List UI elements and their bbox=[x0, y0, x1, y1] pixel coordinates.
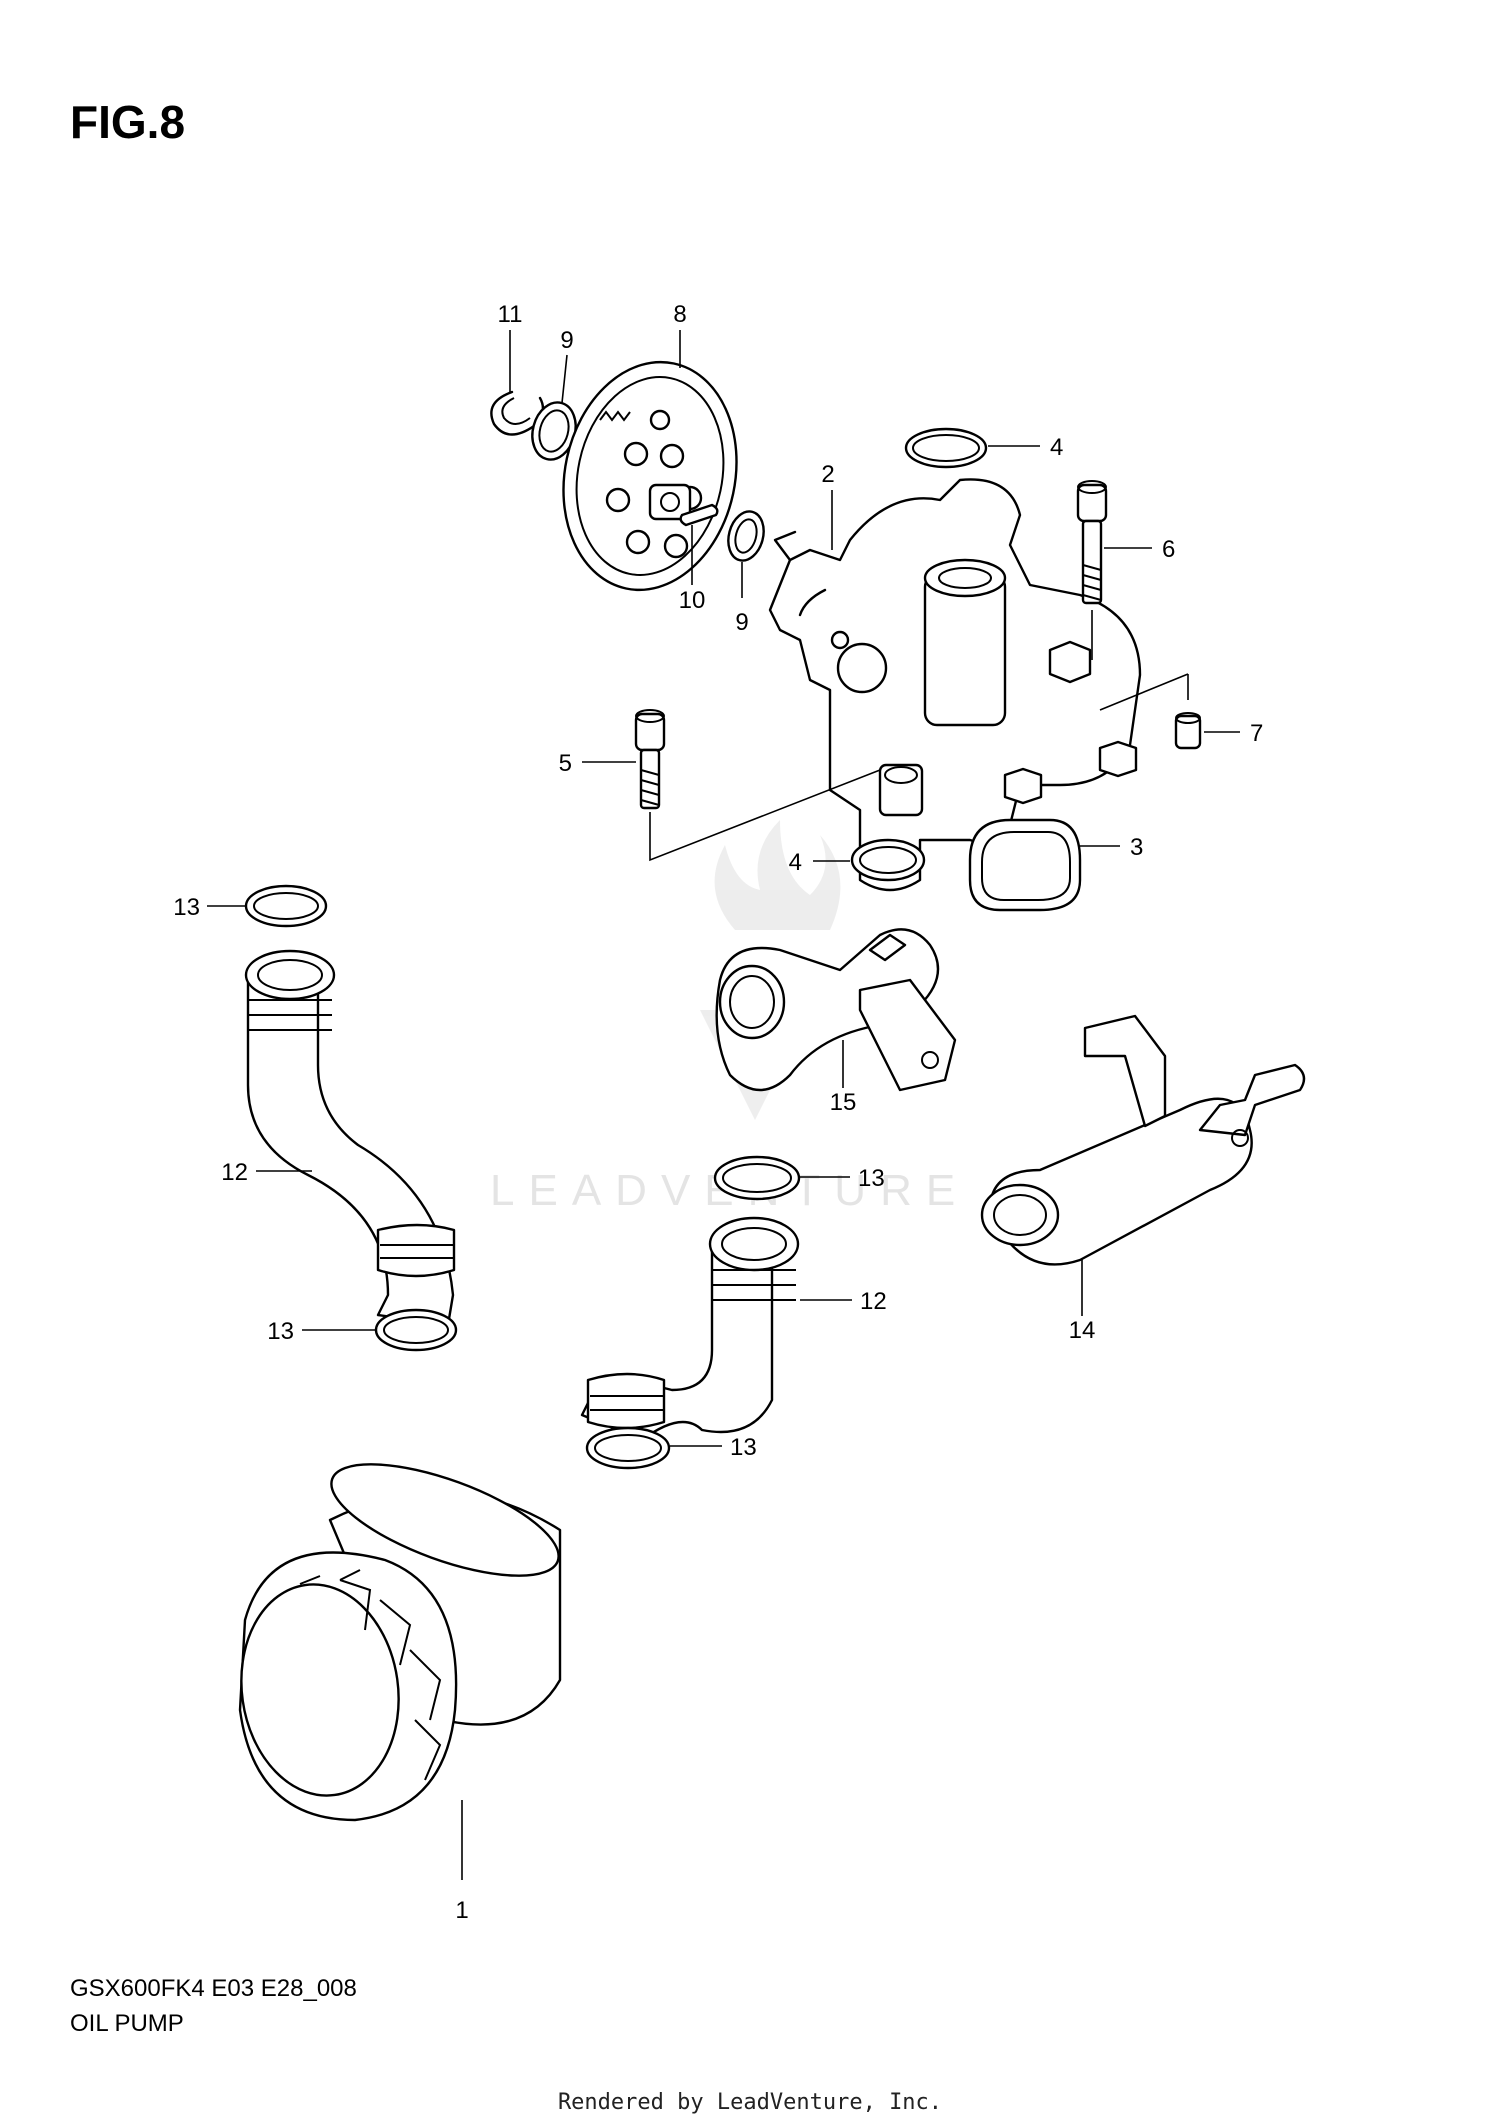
callout-5: 5 bbox=[559, 750, 572, 777]
part-8-oil-pump-gear[interactable] bbox=[543, 330, 757, 606]
callout-9b: 9 bbox=[735, 609, 748, 636]
callout-1: 1 bbox=[455, 1897, 468, 1924]
render-credit: Rendered by LeadVenture, Inc. bbox=[557, 2090, 943, 2115]
callout-4a: 4 bbox=[1050, 434, 1063, 461]
callout-11: 11 bbox=[498, 301, 523, 328]
part-6-bolt[interactable] bbox=[1076, 480, 1152, 660]
part-5-bolt[interactable] bbox=[582, 709, 881, 862]
part-7-dowel-pin[interactable] bbox=[1099, 673, 1240, 750]
callout-3: 3 bbox=[1130, 834, 1143, 861]
part-2-oil-pump-assembly[interactable] bbox=[768, 478, 1142, 892]
callout-7: 7 bbox=[1250, 720, 1263, 747]
part-3-gasket[interactable] bbox=[968, 818, 1120, 912]
callout-14: 14 bbox=[1069, 1317, 1096, 1344]
callout-15: 15 bbox=[830, 1089, 857, 1116]
figure-title: FIG.8 bbox=[70, 96, 186, 148]
part-14-oil-pipe-bracket[interactable] bbox=[980, 1014, 1306, 1316]
callout-12a: 12 bbox=[221, 1159, 248, 1186]
part-13-o-ring-c[interactable] bbox=[713, 1155, 850, 1201]
part-13-o-ring-b[interactable] bbox=[302, 1308, 458, 1352]
part-4-o-ring-lower[interactable] bbox=[813, 838, 926, 882]
model-code: GSX600FK4 E03 E28_008 bbox=[70, 1975, 357, 2002]
part-1-oil-filter[interactable] bbox=[228, 1441, 571, 1880]
callout-13d: 13 bbox=[730, 1434, 757, 1461]
part-13-o-ring-a[interactable] bbox=[207, 884, 328, 928]
assembly-name: OIL PUMP bbox=[70, 2010, 184, 2037]
callout-4b: 4 bbox=[789, 849, 802, 876]
callout-8: 8 bbox=[673, 301, 686, 328]
callout-9a: 9 bbox=[560, 327, 573, 354]
callout-10: 10 bbox=[679, 587, 706, 614]
part-15-oil-pipe-bracket[interactable] bbox=[715, 928, 957, 1092]
part-9-washer-upper[interactable] bbox=[526, 354, 582, 464]
callout-13c: 13 bbox=[858, 1165, 885, 1192]
callout-6: 6 bbox=[1162, 536, 1175, 563]
part-13-o-ring-d[interactable] bbox=[585, 1426, 722, 1470]
callout-2: 2 bbox=[821, 461, 834, 488]
callout-13b: 13 bbox=[267, 1318, 294, 1345]
part-4-o-ring-upper[interactable] bbox=[904, 427, 1040, 469]
part-10-pin[interactable] bbox=[679, 503, 719, 585]
part-12-oil-pipe-right[interactable] bbox=[580, 1216, 852, 1442]
part-12-oil-pipe-left[interactable] bbox=[244, 949, 456, 1327]
part-9-washer-lower[interactable] bbox=[723, 507, 769, 598]
callout-13a: 13 bbox=[173, 894, 200, 921]
callout-12b: 12 bbox=[860, 1288, 887, 1315]
